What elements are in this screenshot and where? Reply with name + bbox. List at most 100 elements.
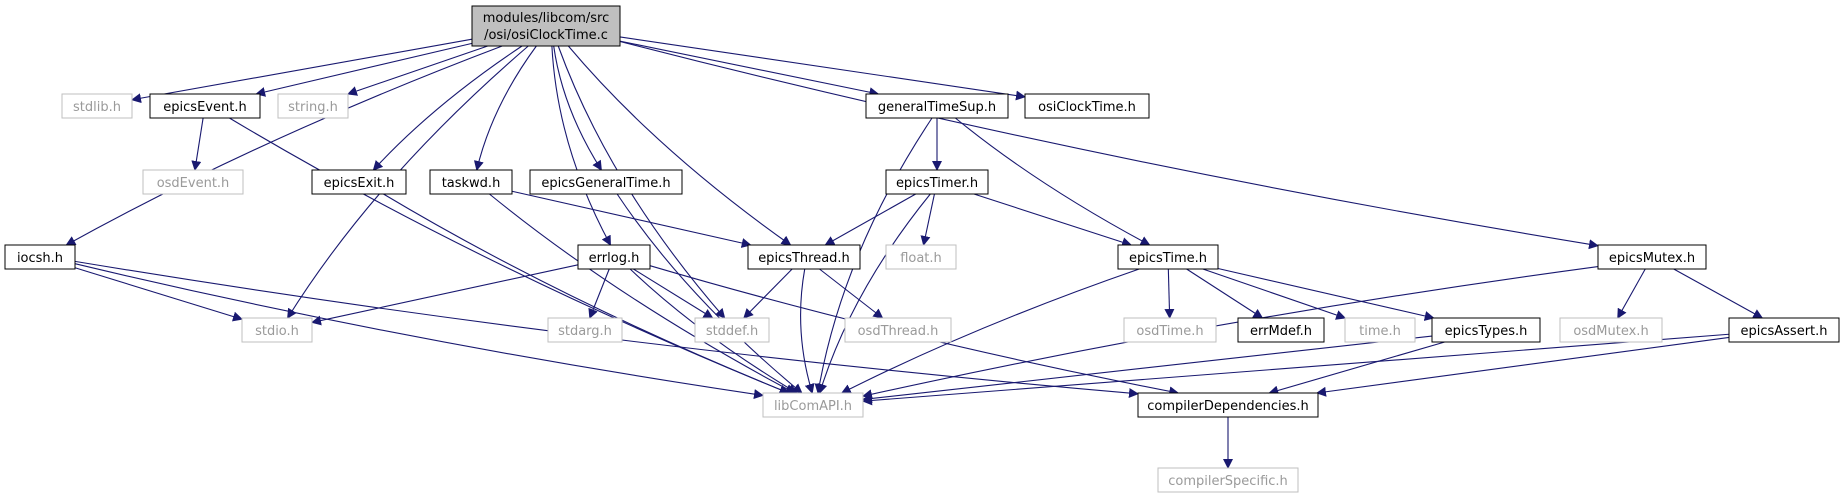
node-epicsTimer[interactable]: epicsTimer.h xyxy=(885,169,989,195)
node-epicsTime[interactable]: epicsTime.h xyxy=(1117,244,1219,270)
edge-epicsMutex-to-epicsAssert xyxy=(1673,268,1764,319)
edge-epicsTime-to-libComAPI xyxy=(840,268,1140,394)
node-box-errMdef xyxy=(1237,317,1325,343)
node-stddef: stddef.h xyxy=(694,317,770,343)
edge-errlog-to-stdarg xyxy=(588,268,610,319)
node-iocsh[interactable]: iocsh.h xyxy=(4,244,76,270)
node-label-stdlib: stdlib.h xyxy=(73,100,121,115)
node-label-stdio: stdio.h xyxy=(255,324,299,339)
edge-root-to-errlog xyxy=(551,45,611,246)
node-osdThread: osdThread.h xyxy=(844,317,952,343)
edge-epicsAssert-to-libComAPI xyxy=(862,333,1730,406)
edge-root-to-iocsh xyxy=(65,45,503,246)
node-box-epicsTime xyxy=(1117,244,1219,270)
node-box-errlog xyxy=(577,244,651,270)
edge-epicsTypes-to-libComAPI xyxy=(862,335,1433,404)
node-label-epicsTime: epicsTime.h xyxy=(1129,251,1207,266)
edge-epicsTime-to-osdTime xyxy=(1164,268,1175,319)
node-errlog[interactable]: errlog.h xyxy=(577,244,651,270)
edge-root-to-epicsMutex xyxy=(619,40,1599,250)
node-box-epicsTypes xyxy=(1431,317,1541,343)
node-label-errlog: errlog.h xyxy=(589,251,640,266)
node-box-osiClockTime xyxy=(1024,93,1150,119)
node-box-epicsMutex xyxy=(1597,244,1707,270)
node-epicsThread[interactable]: epicsThread.h xyxy=(747,244,861,270)
node-box-stddef xyxy=(694,317,770,343)
node-compilerDependencies[interactable]: compilerDependencies.h xyxy=(1137,392,1319,418)
node-label-osdEvent: osdEvent.h xyxy=(157,176,230,191)
edge-root-to-epicsThread xyxy=(567,45,792,246)
node-label-time: time.h xyxy=(1359,324,1401,339)
node-label-epicsThread: epicsThread.h xyxy=(758,251,850,266)
node-osiClockTime[interactable]: osiClockTime.h xyxy=(1024,93,1150,119)
edge-epicsTimer-to-libComAPI xyxy=(817,193,931,394)
node-label-epicsExit: epicsExit.h xyxy=(324,176,395,191)
node-box-float xyxy=(885,244,957,270)
node-box-stdarg xyxy=(547,317,623,343)
node-label-epicsAssert: epicsAssert.h xyxy=(1740,324,1827,339)
edge-epicsMutex-to-libComAPI xyxy=(862,265,1599,400)
node-stdarg: stdarg.h xyxy=(547,317,623,343)
edge-root-to-epicsGeneralTime xyxy=(553,45,602,171)
root-label-line2: /osi/osiClockTime.c xyxy=(484,28,608,43)
edge-epicsEvent-to-osdEvent xyxy=(191,117,204,171)
node-label-stdarg: stdarg.h xyxy=(558,324,612,339)
edge-root-to-stdlib xyxy=(131,38,473,104)
node-box-epicsAssert xyxy=(1728,317,1840,343)
edge-iocsh-to-stdio xyxy=(74,267,243,322)
node-time: time.h xyxy=(1344,317,1416,343)
node-root-osiClockTime-c[interactable]: modules/libcom/src /osi/osiClockTime.c xyxy=(471,5,621,47)
node-epicsEvent[interactable]: epicsEvent.h xyxy=(149,93,261,119)
node-epicsTypes[interactable]: epicsTypes.h xyxy=(1431,317,1541,343)
node-label-libComAPI: libComAPI.h xyxy=(774,399,852,414)
node-box-epicsGeneralTime xyxy=(529,169,683,195)
node-box-iocsh xyxy=(4,244,76,270)
edge-root-to-taskwd xyxy=(473,45,537,171)
edge-root-to-epicsExit xyxy=(372,45,523,171)
node-label-epicsEvent: epicsEvent.h xyxy=(163,100,246,115)
node-osdTime: osdTime.h xyxy=(1123,317,1217,343)
node-errMdef[interactable]: errMdef.h xyxy=(1237,317,1325,343)
node-box-generalTimeSup xyxy=(865,93,1009,119)
root-label-line1: modules/libcom/src xyxy=(483,11,609,26)
node-taskwd[interactable]: taskwd.h xyxy=(429,169,513,195)
node-string: string.h xyxy=(277,93,349,119)
node-label-float: float.h xyxy=(900,251,942,266)
node-box-osdThread xyxy=(844,317,952,343)
node-label-iocsh: iocsh.h xyxy=(17,251,63,266)
edge-errlog-to-stddef xyxy=(633,268,714,319)
edge-epicsGeneralTime-to-libComAPI xyxy=(616,193,803,394)
node-label-compilerDependencies: compilerDependencies.h xyxy=(1147,399,1308,414)
node-box-osdTime xyxy=(1123,317,1217,343)
node-box-compilerSpecific xyxy=(1157,467,1299,493)
edge-epicsThread-to-stddef xyxy=(743,268,793,319)
node-label-generalTimeSup: generalTimeSup.h xyxy=(878,100,996,115)
edge-iocsh-to-libComAPI xyxy=(74,263,764,400)
node-box-osdEvent xyxy=(142,169,244,195)
node-label-stddef: stddef.h xyxy=(706,324,758,339)
node-box-libComAPI xyxy=(762,392,864,418)
node-epicsGeneralTime[interactable]: epicsGeneralTime.h xyxy=(529,169,683,195)
edge-taskwd-to-epicsThread xyxy=(511,190,752,248)
edge-root-to-osiClockTime xyxy=(619,36,1026,101)
edge-epicsTimer-to-epicsTime xyxy=(973,193,1132,247)
node-generalTimeSup[interactable]: generalTimeSup.h xyxy=(865,93,1009,119)
node-box-string xyxy=(277,93,349,119)
edge-epicsExit-to-libComAPI xyxy=(383,193,790,395)
node-label-epicsGeneralTime: epicsGeneralTime.h xyxy=(541,176,670,191)
node-label-osiClockTime: osiClockTime.h xyxy=(1038,100,1136,115)
node-epicsAssert[interactable]: epicsAssert.h xyxy=(1728,317,1840,343)
node-box-stdio xyxy=(241,317,313,343)
node-label-osdMutex: osdMutex.h xyxy=(1573,324,1648,339)
node-epicsMutex[interactable]: epicsMutex.h xyxy=(1597,244,1707,270)
edge-epicsThread-to-osdThread xyxy=(819,268,884,319)
edge-epicsTime-to-errMdef xyxy=(1186,268,1264,319)
node-box-epicsEvent xyxy=(149,93,261,119)
node-box-epicsTimer xyxy=(885,169,989,195)
node-osdMutex: osdMutex.h xyxy=(1559,317,1663,343)
edge-epicsTimer-to-float xyxy=(920,193,935,246)
node-box-epicsExit xyxy=(311,169,407,195)
node-osdEvent: osdEvent.h xyxy=(142,169,244,195)
edge-epicsTimer-to-epicsThread xyxy=(824,193,916,246)
node-epicsExit[interactable]: epicsExit.h xyxy=(311,169,407,195)
